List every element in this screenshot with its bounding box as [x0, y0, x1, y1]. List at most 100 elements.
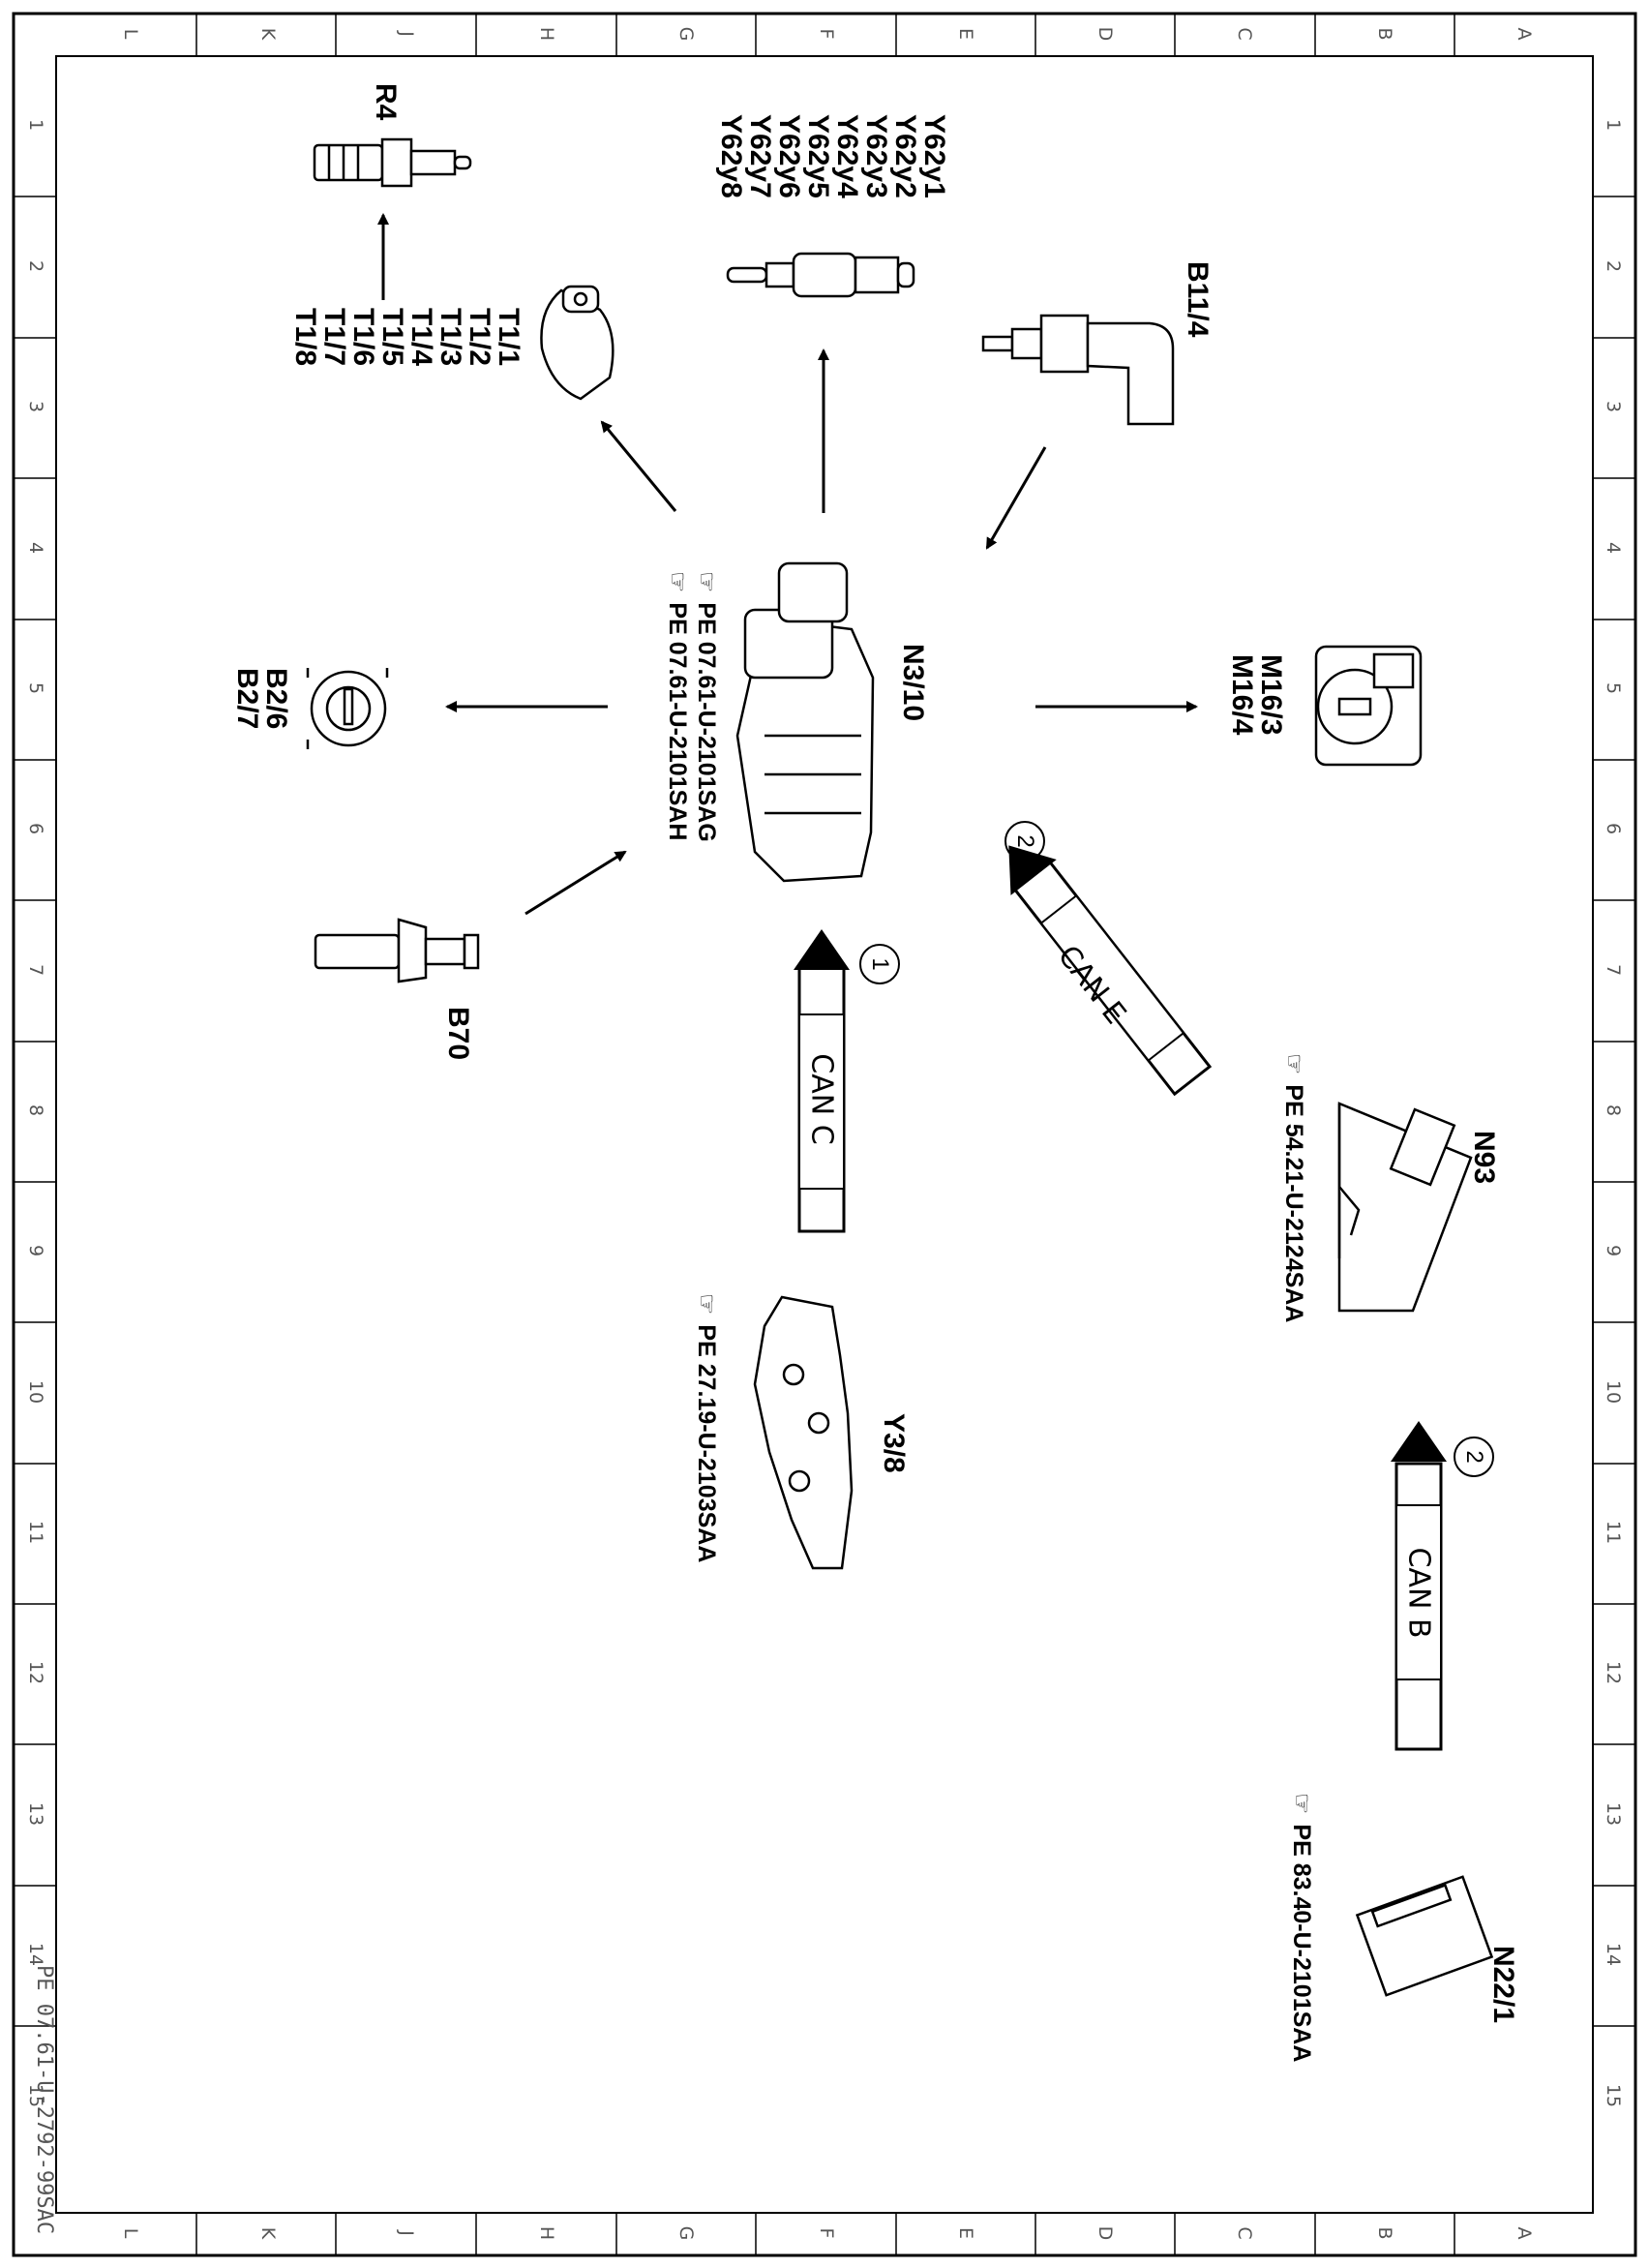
can-b-bus: [1391, 1421, 1447, 1751]
label-n3-10: N3/10: [897, 644, 929, 722]
coil-label: T1/1: [493, 308, 525, 367]
injector-label: Y62y7: [744, 114, 776, 198]
row-label: 3: [25, 400, 46, 413]
row-label: 12: [25, 1660, 46, 1685]
label-n22-1: N22/1: [1487, 1946, 1519, 2024]
hand-pointer-icon: ☞: [693, 1293, 720, 1315]
col-label: K: [257, 27, 279, 41]
camshaft-sensor-icon: [306, 668, 389, 749]
label-b2: B2/6 B2/7: [231, 668, 292, 730]
row-label: 11: [25, 1520, 46, 1545]
col-label: D: [1094, 26, 1116, 42]
coil-label: T1/7: [318, 308, 350, 367]
hand-pointer-icon: ☞: [693, 571, 720, 593]
col-label: A: [1514, 2226, 1535, 2240]
col-label: E: [955, 27, 976, 40]
inner-frame: [55, 55, 1594, 2214]
crank-sensor-b70-icon: [314, 918, 480, 983]
y3-8-valve-body-icon: [753, 1295, 854, 1570]
n93-ref: ☞ PE 54.21-U-2124SAA: [1279, 1053, 1308, 1322]
row-label: 15: [1603, 2083, 1624, 2108]
col-label: G: [675, 26, 697, 42]
throttle-body-icon: [1314, 645, 1423, 767]
coil-label: T1/3: [435, 308, 466, 367]
row-label: 12: [1603, 1660, 1624, 1685]
row-label: 8: [1603, 1104, 1624, 1117]
col-label: K: [257, 2226, 279, 2240]
row-label: 14: [1603, 1942, 1624, 1967]
sensor-b11-4-icon: [981, 314, 1175, 426]
col-label: B: [1374, 2226, 1395, 2240]
injector-label: Y62y4: [831, 114, 863, 198]
row-label: 5: [1603, 681, 1624, 695]
coil-label: T1/8: [289, 308, 321, 367]
n22-1-ref: ☞PE 83.40-U-2101SAA: [1287, 1793, 1316, 2062]
row-label: 13: [1603, 1801, 1624, 1827]
hand-pointer-icon: ☞: [664, 571, 691, 593]
col-label: C: [1234, 27, 1255, 41]
n93-ref-text: PE 54.21-U-2124SAA: [1280, 1084, 1307, 1323]
n3-10-ref-text: PE 07.61-U-2101SAH: [664, 602, 691, 841]
y3-8-ref-text: PE 27.19-U-2103SAA: [693, 1324, 720, 1563]
col-label: B: [1374, 27, 1395, 41]
row-label: 7: [25, 963, 46, 977]
injector-label: Y62y8: [715, 114, 747, 198]
label-coils: T1/1 T1/2 T1/3 T1/4 T1/5 T1/6 T1/7 T1/8: [289, 308, 525, 367]
b2-label: B2/6: [260, 668, 292, 730]
n93-module-icon: [1337, 1102, 1473, 1313]
ignition-coil-icon: [540, 285, 615, 401]
n3-10-refs: ☞PE 07.61-U-2101SAG ☞PE 07.61-U-2101SAH: [663, 571, 721, 842]
col-label: A: [1514, 27, 1535, 41]
n3-10-ref-text: PE 07.61-U-2101SAG: [693, 602, 720, 842]
row-label: 2: [25, 259, 46, 273]
n3-10-ref-2: ☞ PE 07.61-U-2101SAH: [663, 571, 692, 842]
injector-label: Y62y1: [918, 114, 950, 198]
col-label: G: [675, 2225, 697, 2241]
col-label: H: [536, 26, 557, 42]
row-label: 10: [1603, 1379, 1624, 1405]
col-label: E: [955, 2226, 976, 2239]
coil-label: T1/6: [347, 308, 379, 367]
coil-label: T1/2: [464, 308, 495, 367]
row-label: 1: [1603, 118, 1624, 132]
col-label: J: [396, 2230, 417, 2236]
ecu-n3-10-icon: [735, 561, 875, 883]
col-label: L: [120, 28, 141, 40]
row-label: 8: [25, 1104, 46, 1117]
hand-pointer-icon: ☞: [1280, 1053, 1307, 1075]
spark-plug-icon: [313, 137, 472, 188]
m16-label: M16/3: [1255, 654, 1287, 736]
coil-label: T1/4: [405, 308, 437, 367]
can-c-number: 1: [859, 944, 900, 984]
m16-label: M16/4: [1226, 654, 1258, 736]
row-label: 2: [1603, 259, 1624, 273]
col-label: D: [1094, 2225, 1116, 2241]
row-label: 6: [1603, 822, 1624, 835]
row-label: 3: [1603, 400, 1624, 413]
injector-label: Y62y2: [889, 114, 921, 198]
label-b70: B70: [442, 1007, 474, 1061]
row-label: 1: [25, 118, 46, 132]
document-id: PE 07.61-U-2792-99SAC: [32, 1965, 56, 2235]
fuel-injector-icon: [726, 252, 915, 298]
label-n93: N93: [1468, 1131, 1500, 1185]
col-label: H: [536, 2225, 557, 2241]
label-b11-4: B11/4: [1182, 261, 1214, 338]
row-label: 11: [1603, 1520, 1624, 1545]
arrow-from-b70: [525, 850, 627, 916]
row-label: 5: [25, 681, 46, 695]
hand-pointer-icon: ☞: [1288, 1793, 1315, 1815]
injector-label: Y62y6: [773, 114, 805, 198]
arrow-to-coils: [600, 420, 677, 512]
col-label: F: [816, 2227, 837, 2239]
row-label: 9: [1603, 1244, 1624, 1257]
row-label: 13: [25, 1801, 46, 1827]
arrow-from-b11-4: [985, 446, 1047, 550]
coil-label: T1/5: [376, 308, 408, 367]
injector-label: Y62y3: [860, 114, 892, 198]
row-label: 10: [25, 1379, 46, 1405]
row-label: 4: [1603, 541, 1624, 555]
row-label: 7: [1603, 963, 1624, 977]
y3-8-ref: ☞ PE 27.19-U-2103SAA: [692, 1293, 721, 1562]
